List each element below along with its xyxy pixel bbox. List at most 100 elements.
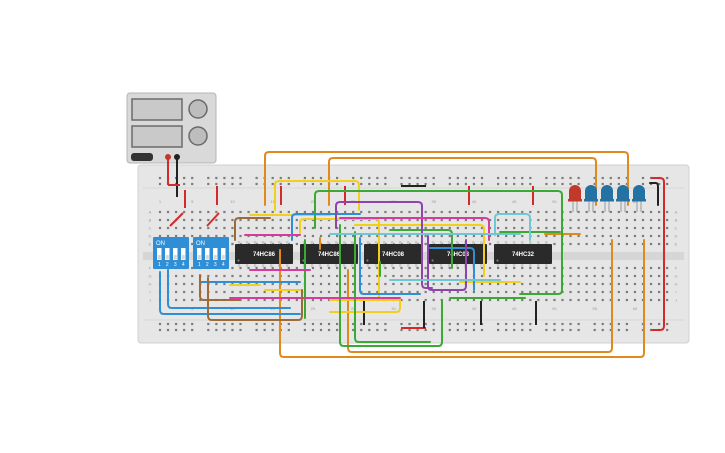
positive-terminal[interactable] [165, 154, 171, 160]
column-number: 1 [159, 199, 162, 204]
ic-chip[interactable]: 74HC08 [429, 241, 487, 267]
negative-terminal[interactable] [174, 154, 180, 160]
wire-yellow-2[interactable] [299, 218, 380, 301]
dip-number: 1 [158, 262, 161, 268]
column-number: 45 [512, 306, 517, 311]
row-letter: A [675, 210, 678, 215]
wire-black-right[interactable] [649, 182, 659, 206]
wire-blue-1[interactable] [167, 269, 291, 309]
dip-toggle[interactable] [157, 248, 162, 260]
ic-chip-label: 74HC86 [318, 252, 341, 258]
wire-green-2[interactable] [339, 224, 443, 347]
voltage-display [131, 98, 183, 121]
wire-green-1[interactable] [314, 190, 563, 295]
current-display [131, 125, 183, 148]
row-letter: J [675, 298, 677, 303]
wire-purple-2[interactable] [427, 235, 467, 291]
power-switch[interactable] [131, 153, 153, 161]
ic-chip-label: 74HC32 [512, 252, 535, 258]
power-supply[interactable] [126, 92, 217, 164]
dip-toggle[interactable] [165, 248, 170, 260]
wire-red-right[interactable] [651, 177, 665, 331]
column-number: 50 [552, 199, 557, 204]
ic-chip-label: 74HC08 [382, 252, 405, 258]
ic-chip[interactable]: 74HC86 [235, 241, 293, 267]
wire-purple-1[interactable] [335, 201, 433, 289]
dip-number: 3 [174, 262, 177, 268]
dip-toggle[interactable] [197, 248, 202, 260]
wire-yellow-3[interactable] [354, 224, 485, 277]
short-jumpers [167, 158, 537, 329]
column-number: 35 [431, 306, 436, 311]
column-number: 30 [391, 306, 396, 311]
ic-chip[interactable]: 74HC86 [300, 241, 358, 267]
column-number: 55 [592, 306, 597, 311]
ic-chip[interactable]: 74HC08 [364, 241, 422, 267]
row-letter: F [675, 266, 678, 271]
row-letter: D [675, 234, 678, 239]
column-number: 40 [472, 306, 477, 311]
wire-magenta-1[interactable] [339, 217, 490, 241]
column-number: 15 [270, 199, 275, 204]
ic-chip[interactable]: 74HC32 [494, 241, 552, 267]
voltage-knob[interactable] [188, 99, 208, 119]
led[interactable] [616, 185, 630, 212]
wire-brown-1[interactable] [199, 274, 241, 301]
row-letter: E [675, 242, 678, 247]
dip-toggle[interactable] [221, 248, 226, 260]
column-number: 25 [351, 306, 356, 311]
row-letter: G [674, 274, 677, 279]
wire-orange-bottom-inner[interactable] [347, 239, 613, 353]
dip-on-label: ON [156, 241, 165, 247]
row-letter: I [675, 290, 676, 295]
led[interactable] [584, 185, 598, 212]
dip-toggle[interactable] [173, 248, 178, 260]
column-number: 60 [633, 306, 638, 311]
row-letter: G [148, 274, 151, 279]
wire-yellow-4[interactable] [329, 299, 401, 313]
led[interactable] [600, 185, 614, 212]
ic-chip-label: 74HC08 [447, 252, 470, 258]
ic-chip-label: 74HC86 [253, 252, 276, 258]
led[interactable] [568, 185, 582, 212]
column-number: 10 [230, 199, 235, 204]
row-letter: D [149, 234, 152, 239]
row-letter: J [149, 298, 151, 303]
dip-number: 3 [214, 262, 217, 268]
column-number: 45 [512, 199, 517, 204]
wire-orange-bottom-outer[interactable] [279, 239, 645, 358]
dip-toggle[interactable] [181, 248, 186, 260]
column-number: 20 [311, 306, 316, 311]
wire-yellow-1[interactable] [274, 180, 360, 211]
row-letter: C [149, 226, 152, 231]
dip-number: 2 [206, 262, 209, 268]
wire-cyan-1[interactable] [494, 213, 531, 241]
led[interactable] [632, 185, 646, 212]
current-knob[interactable] [188, 126, 208, 146]
row-letter: B [675, 218, 678, 223]
row-letter: A [149, 210, 152, 215]
leds [568, 185, 646, 212]
dip-number: 4 [222, 262, 225, 268]
ic-chips: 74HC86 74HC86 74HC08 74HC08 74HC32 [235, 241, 552, 267]
dip-on-label: ON [196, 241, 205, 247]
row-letter: H [675, 282, 678, 287]
dip-toggle[interactable] [205, 248, 210, 260]
row-letter: I [149, 290, 150, 295]
wires [159, 151, 665, 358]
row-letter: B [149, 218, 152, 223]
row-letter: F [149, 266, 152, 271]
wire-blue-2[interactable] [429, 247, 475, 291]
row-letter: C [675, 226, 678, 231]
dip-toggle[interactable] [213, 248, 218, 260]
wire-brown-2[interactable] [207, 277, 303, 321]
column-number: 40 [472, 199, 477, 204]
row-letter: E [149, 242, 152, 247]
dip-number: 1 [198, 262, 201, 268]
wire-orange-top-outer[interactable] [264, 151, 629, 206]
wire-orange-top-inner[interactable] [328, 157, 597, 206]
